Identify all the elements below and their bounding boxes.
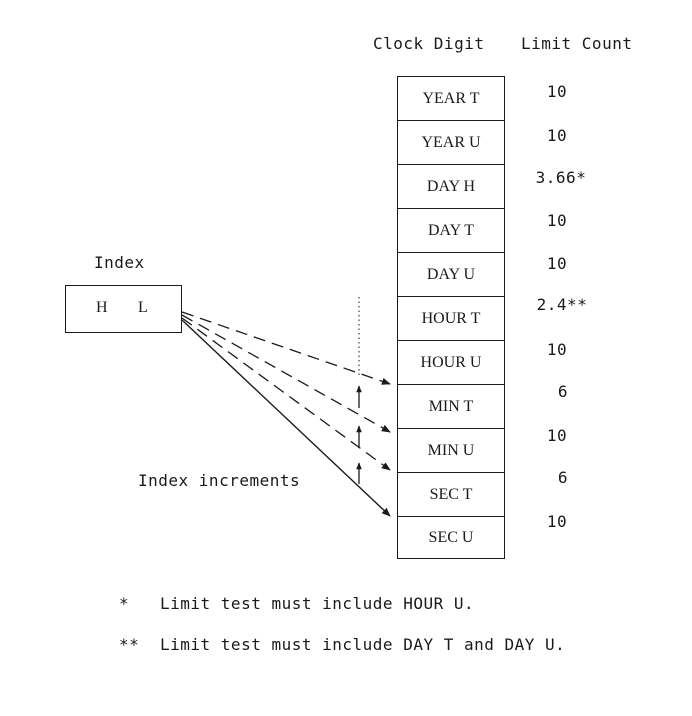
digit-cell-year-t: YEAR T [398,77,504,121]
footnote-text: Limit test must include DAY T and DAY U. [160,635,566,654]
limit-value-min-u: 10 [546,426,568,445]
digit-cell-min-u: MIN U [398,429,504,473]
digit-label: YEAR U [421,133,481,151]
digit-label: YEAR T [422,89,480,107]
digit-cell-day-h: DAY H [398,165,504,209]
digit-label: SEC T [429,485,473,503]
digit-label: HOUR U [420,353,482,371]
limit-value-day-u: 10 [546,254,568,273]
index-low-byte: L [138,299,148,316]
footnote-text: Limit test must include HOUR U. [160,594,475,613]
clock-digit-column: YEAR T YEAR U DAY H DAY T DAY U HOUR T H… [397,76,505,559]
digit-cell-day-u: DAY U [398,253,504,297]
digit-label: DAY H [426,177,476,195]
digit-cell-hour-u: HOUR U [398,341,504,385]
digit-label: HOUR T [421,309,481,327]
digit-label: DAY U [426,265,476,283]
limit-value-day-t: 10 [546,211,568,230]
limit-value-year-t: 10 [546,82,568,101]
digit-cell-sec-u: SEC U [398,517,504,558]
clock-digit-header: Clock Digit [373,34,485,53]
limit-value-min-t: 6 [557,382,569,401]
digit-cell-sec-t: SEC T [398,473,504,517]
index-register: H L [65,285,182,333]
digit-label: SEC U [428,528,474,546]
digit-label: DAY T [427,221,475,239]
limit-value-sec-u: 10 [546,512,568,531]
digit-label: MIN U [427,441,475,459]
limit-value-day-h: 3.66* [535,168,587,187]
limit-value-sec-t: 6 [557,468,569,487]
index-title: Index [94,253,145,272]
limit-value-hour-u: 10 [546,340,568,359]
index-high-byte: H [96,299,108,316]
footnote-mark: ** [119,635,140,654]
limit-value-year-u: 10 [546,126,568,145]
digit-label: MIN T [428,397,474,415]
digit-cell-year-u: YEAR U [398,121,504,165]
index-increments-label: Index increments [138,471,301,490]
digit-cell-min-t: MIN T [398,385,504,429]
limit-value-hour-t: 2.4** [536,295,588,314]
pointer-to-sec-u [181,319,391,517]
pointer-to-min-u [181,314,391,433]
digit-cell-day-t: DAY T [398,209,504,253]
footnote-mark: * [119,594,130,613]
pointer-to-sec-t [181,317,391,471]
digit-cell-hour-t: HOUR T [398,297,504,341]
limit-count-header: Limit Count [521,34,633,53]
